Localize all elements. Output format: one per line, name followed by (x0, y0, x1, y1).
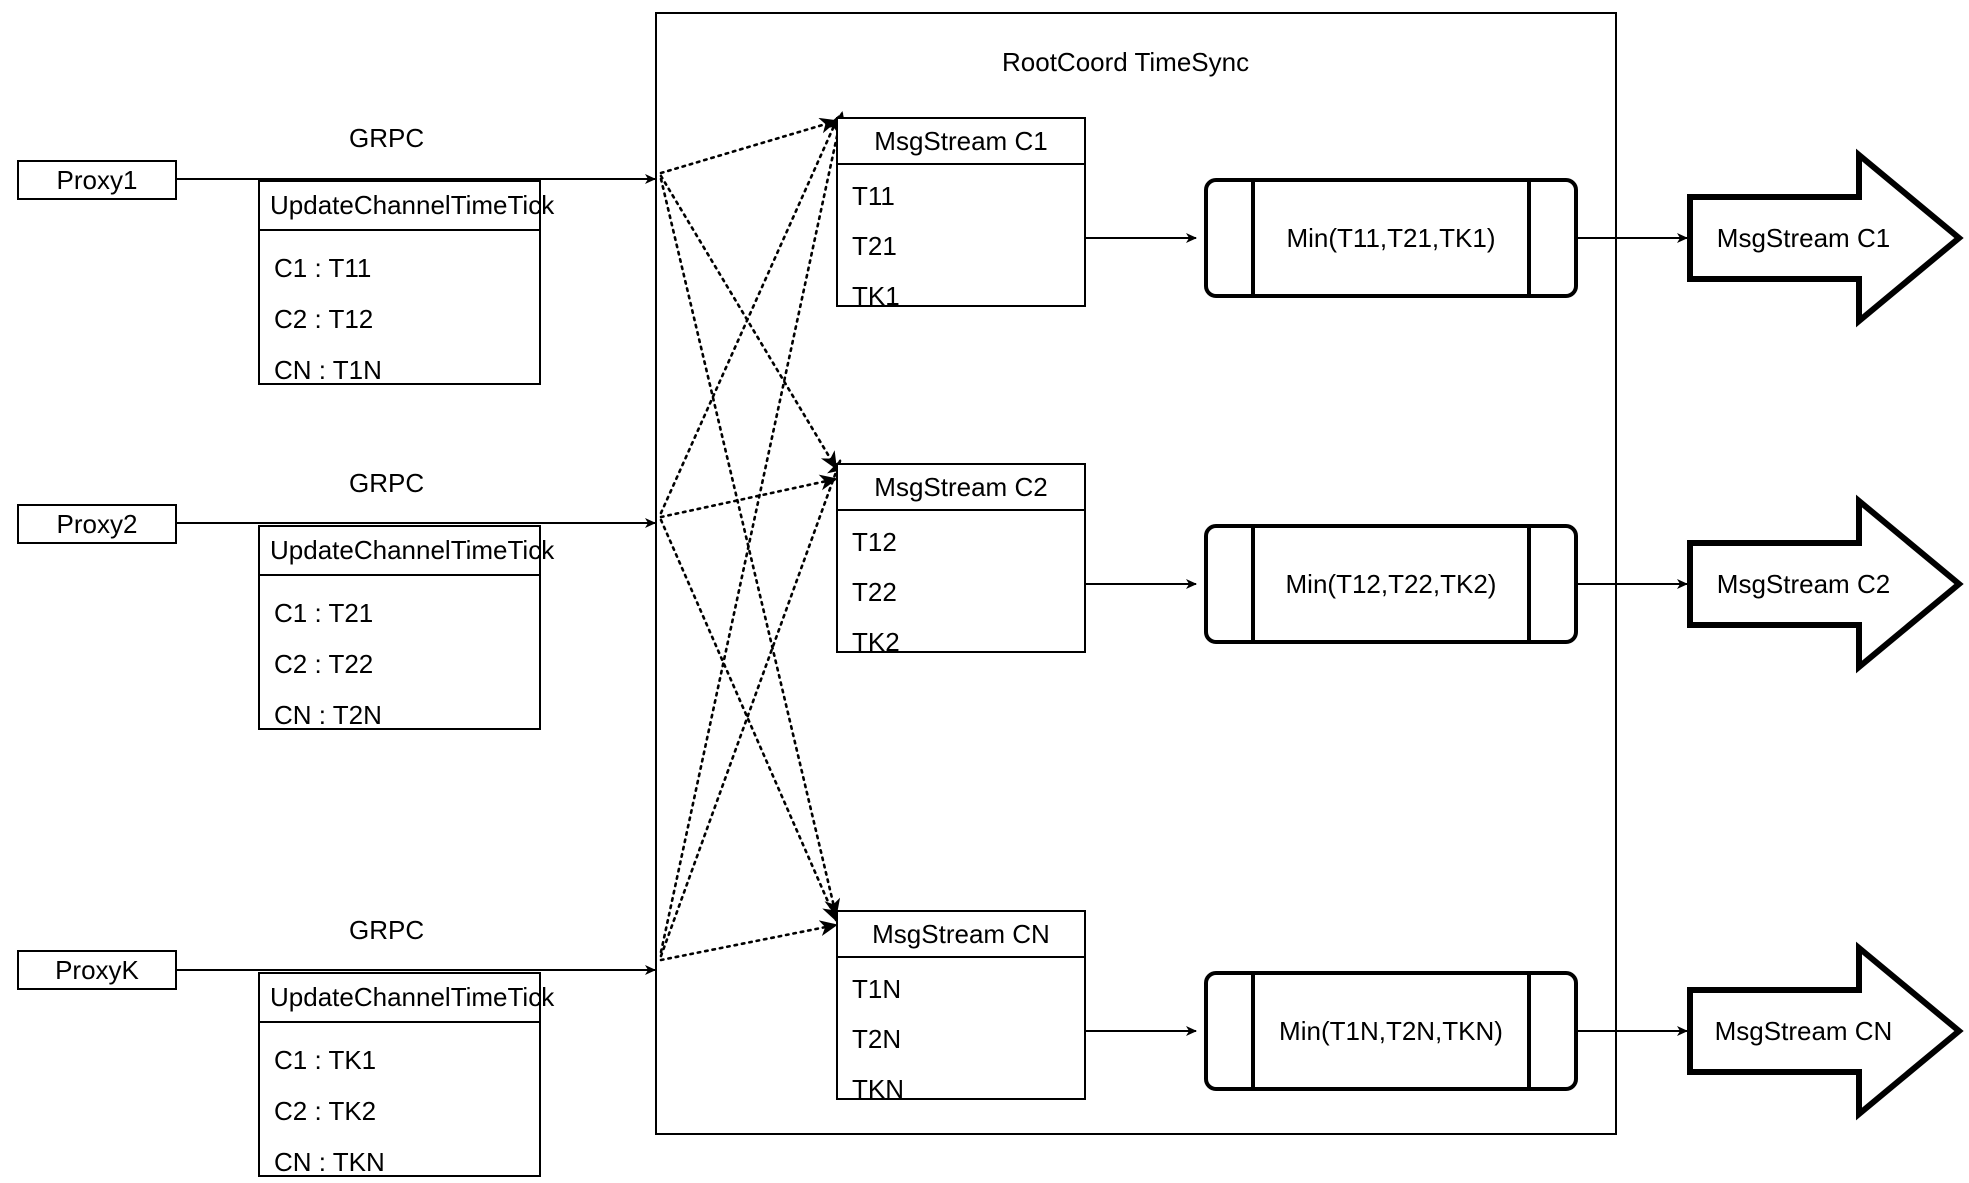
min-label-2: Min(T12,T22,TK2) (1285, 568, 1497, 599)
output-label-3: MsgStream CN (1714, 1015, 1893, 1046)
output-msgstream-arrow-1: MsgStream C1 (1690, 197, 1959, 279)
rpc-rows-3: C1 : TK1 C2 : TK2 CN : TKN (260, 1023, 539, 1175)
min-label-1: Min(T11,T21,TK1) (1286, 222, 1496, 253)
msgstream-tick: T11 (852, 181, 895, 211)
output-msgstream-arrow-3: MsgStream CN (1690, 990, 1959, 1072)
rpc-row: CN : TKN (274, 1147, 385, 1177)
msgstream-ticks-1: T11 T21 TK1 (838, 165, 1084, 309)
output-label-1: MsgStream C1 (1716, 222, 1891, 253)
process-bar-left (1251, 975, 1255, 1087)
process-bar-right (1527, 528, 1531, 640)
msgstream-tick: T1N (852, 974, 902, 1004)
rpc-row: C2 : TK2 (274, 1096, 377, 1126)
rpc-rows-2: C1 : T21 C2 : T22 CN : T2N (260, 576, 539, 728)
msgstream-tick: T12 (852, 527, 897, 557)
min-process-1: Min(T11,T21,TK1) (1204, 178, 1578, 298)
rpc-row: C1 : TK1 (274, 1045, 377, 1075)
rpc-row: C1 : T11 (274, 253, 372, 283)
grpc-label-3: GRPC (349, 915, 425, 945)
msgstream-title-1: MsgStream C1 (838, 119, 1084, 165)
proxy-box-3[interactable]: ProxyK (17, 950, 177, 990)
min-process-2: Min(T12,T22,TK2) (1204, 524, 1578, 644)
msgstream-tick: TK1 (852, 281, 900, 311)
proxy-label: ProxyK (55, 954, 139, 985)
msgstream-tick: T22 (852, 577, 897, 607)
rpc-row: CN : T2N (274, 700, 382, 730)
update-channel-timetick-box-3: UpdateChannelTimeTick C1 : TK1 C2 : TK2 … (258, 972, 554, 1177)
rpc-row: C1 : T21 (274, 598, 374, 628)
rpc-row: CN : T1N (274, 355, 382, 385)
rpc-title-3: UpdateChannelTimeTick (260, 974, 554, 1023)
msgstream-box-1: MsgStream C1 T11 T21 TK1 (836, 117, 1086, 309)
rpc-rows-1: C1 : T11 C2 : T12 CN : T1N (260, 231, 539, 383)
min-label-3: Min(T1N,T2N,TKN) (1279, 1015, 1503, 1046)
proxy-label: Proxy2 (56, 508, 138, 539)
msgstream-ticks-2: T12 T22 TK2 (838, 511, 1084, 655)
msgstream-title-2: MsgStream C2 (838, 465, 1084, 511)
msgstream-tick: T21 (852, 231, 897, 261)
rpc-row: C2 : T22 (274, 649, 374, 679)
grpc-label-1: GRPC (349, 123, 425, 153)
proxy-box-2[interactable]: Proxy2 (17, 504, 177, 544)
msgstream-tick: TK2 (852, 627, 900, 657)
process-bar-right (1527, 182, 1531, 294)
process-bar-left (1251, 528, 1255, 640)
rootcoord-timesync-container (655, 12, 1617, 1135)
rpc-title-2: UpdateChannelTimeTick (260, 527, 554, 576)
proxy-box-1[interactable]: Proxy1 (17, 160, 177, 200)
proxy-label: Proxy1 (56, 164, 138, 195)
msgstream-tick: TKN (852, 1074, 904, 1104)
process-bar-left (1251, 182, 1255, 294)
output-label-2: MsgStream C2 (1716, 568, 1891, 599)
msgstream-ticks-3: T1N T2N TKN (838, 958, 1084, 1102)
rpc-row: C2 : T12 (274, 304, 374, 334)
update-channel-timetick-box-2: UpdateChannelTimeTick C1 : T21 C2 : T22 … (258, 525, 554, 730)
msgstream-title-3: MsgStream CN (838, 912, 1084, 958)
min-process-3: Min(T1N,T2N,TKN) (1204, 971, 1578, 1091)
msgstream-tick: T2N (852, 1024, 902, 1054)
rpc-title-1: UpdateChannelTimeTick (260, 182, 554, 231)
process-bar-right (1527, 975, 1531, 1087)
msgstream-box-3: MsgStream CN T1N T2N TKN (836, 910, 1086, 1102)
output-msgstream-arrow-2: MsgStream C2 (1690, 543, 1959, 625)
grpc-label-2: GRPC (349, 468, 425, 498)
update-channel-timetick-box-1: UpdateChannelTimeTick C1 : T11 C2 : T12 … (258, 180, 554, 385)
msgstream-box-2: MsgStream C2 T12 T22 TK2 (836, 463, 1086, 655)
rootcoord-timesync-title: RootCoord TimeSync (1002, 47, 1250, 77)
